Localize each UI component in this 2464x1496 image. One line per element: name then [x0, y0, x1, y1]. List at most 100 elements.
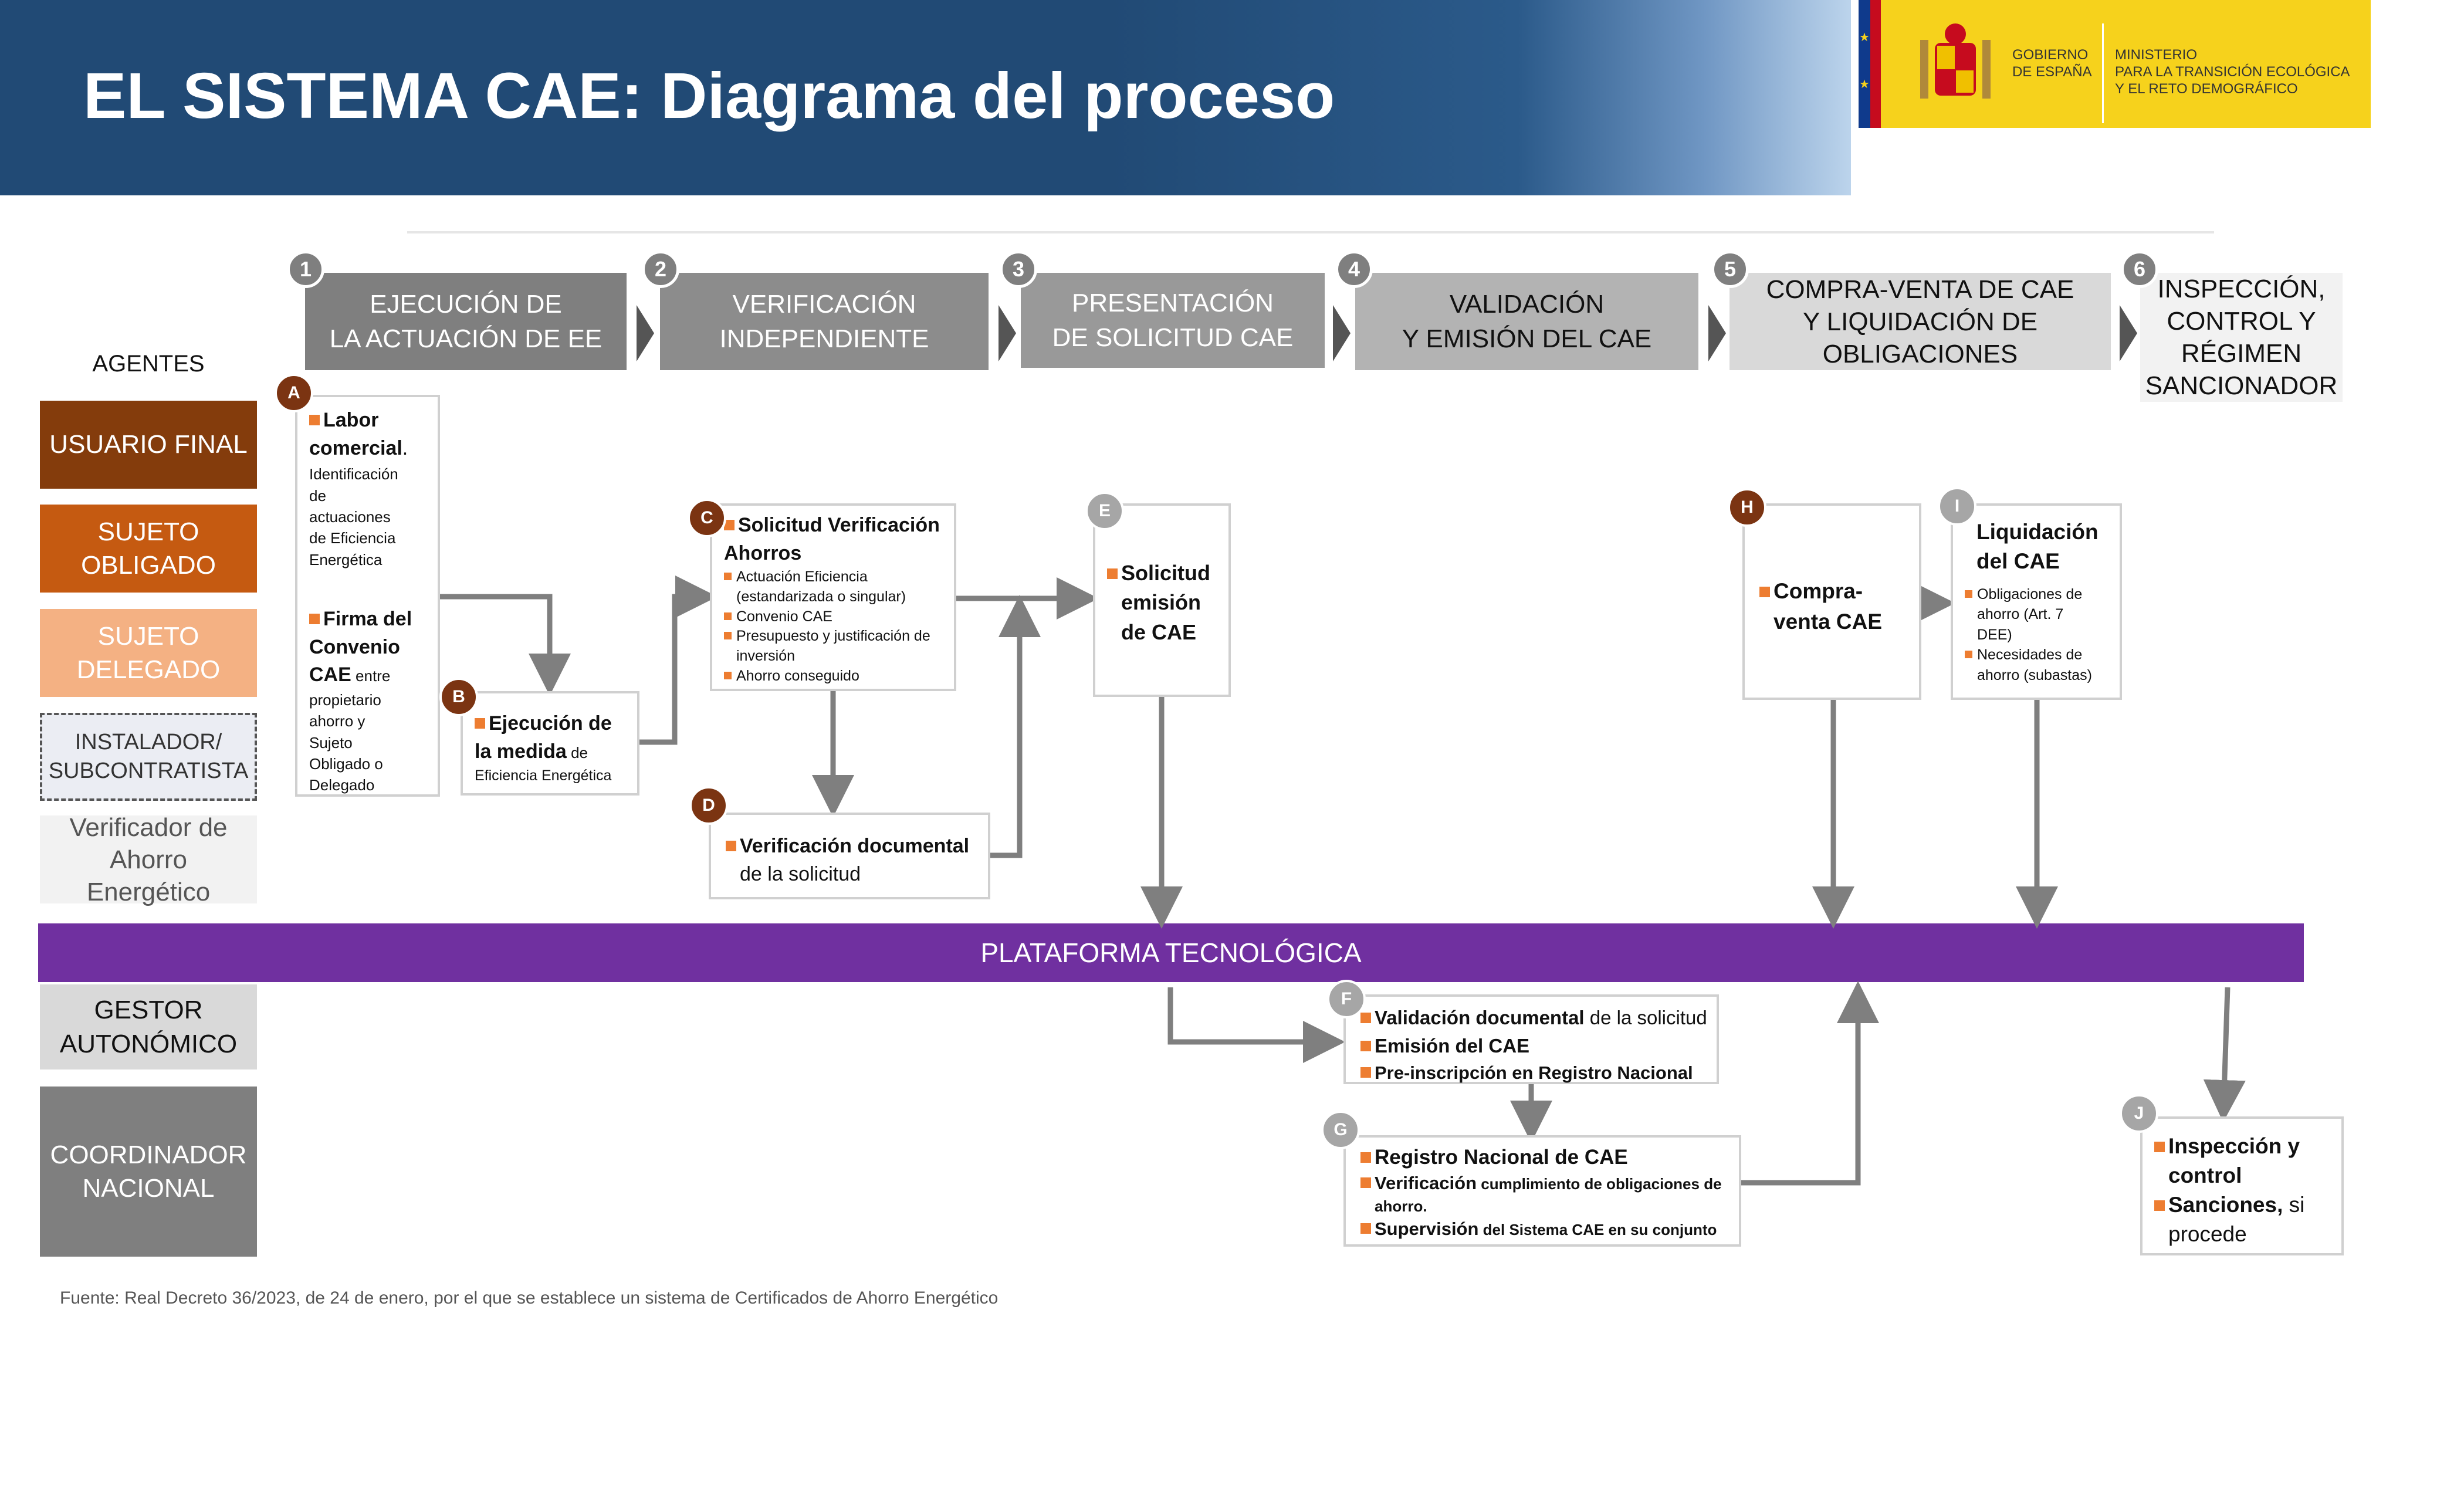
box-a-desc2-l4: Obligado o: [309, 755, 383, 773]
step-6-number: 6: [2121, 251, 2158, 288]
box-f-l1-rest: de la solicitud: [1584, 1007, 1707, 1028]
agent-usuario-final-label: USUARIO FINAL: [49, 430, 248, 459]
box-i-title1: Liquidación: [1976, 520, 2099, 544]
badge-h: H: [1728, 488, 1766, 527]
bullet-icon: [1759, 587, 1770, 597]
step-3-number: 3: [1000, 251, 1037, 288]
logo-divider: [2102, 23, 2104, 123]
bullet-icon: [475, 718, 485, 729]
step-3-line2: DE SOLICITUD CAE: [1052, 323, 1294, 352]
logo-ministerio: MINISTERIO PARA LA TRANSICIÓN ECOLÓGICA …: [2115, 47, 2350, 97]
step-chevron-icon: [1333, 305, 1351, 361]
box-i-item1b: ahorro (Art. 7: [1977, 606, 2064, 623]
agent-usuario-final: USUARIO FINAL: [40, 401, 257, 489]
box-d-title: Verificación documental: [740, 835, 970, 857]
box-j: Inspección y control Sanciones, si proce…: [2140, 1116, 2344, 1255]
step-chevron-icon: [1708, 305, 1726, 361]
agent-verificador-line1: Verificador de: [69, 813, 228, 842]
header-banner: [0, 0, 1851, 195]
bullet-icon: [724, 520, 735, 530]
svg-text:★: ★: [1859, 31, 1870, 44]
page-title: EL SISTEMA CAE: Diagrama del proceso: [83, 60, 1335, 132]
step-1-line1: EJECUCIÓN DE: [370, 289, 562, 319]
badge-a: A: [275, 374, 313, 412]
box-a-desc2-l3: Sujeto: [309, 733, 353, 752]
logo-ministerio-line1: MINISTERIO: [2115, 47, 2198, 63]
bullet-icon: [1360, 1067, 1371, 1078]
badge-j: J: [2120, 1094, 2158, 1133]
step-5-number: 5: [1711, 251, 1749, 288]
box-a-firma-l2: Convenio: [309, 635, 400, 658]
box-j-l2-rest: si: [2283, 1192, 2305, 1217]
logo-gobierno-line2: DE ESPAÑA: [2012, 63, 2092, 80]
agent-gestor-line1: GESTOR: [94, 996, 203, 1025]
box-g-l3-rest: del Sistema CAE en su conjunto: [1478, 1221, 1717, 1239]
step-5-line1: COMPRA-VENTA DE CAE: [1766, 275, 2074, 304]
box-g-l2: Verificación: [1375, 1173, 1477, 1194]
box-b-desc: Eficiencia Energética: [475, 767, 612, 784]
badge-i: I: [1938, 487, 1976, 526]
box-a-firma-cae: CAE: [309, 664, 351, 686]
agent-coordinador-line2: NACIONAL: [82, 1174, 215, 1203]
coat-of-arms-icon: [1920, 23, 1991, 99]
box-a-title: Labor comercial: [309, 409, 402, 459]
box-g-l3: Supervisión: [1375, 1219, 1479, 1240]
box-f: Validación documental de la solicitud Em…: [1343, 994, 1719, 1084]
step-chevron-icon: [2120, 305, 2137, 361]
bullet-icon: [724, 573, 732, 581]
box-i-title2: del CAE: [1976, 549, 2060, 573]
agent-verificador-line3: Energético: [86, 877, 211, 906]
step-2-line1: VERIFICACIÓN: [732, 289, 916, 319]
bullet-icon: [724, 612, 732, 620]
badge-g: G: [1321, 1111, 1360, 1149]
platform-bar: PLATAFORMA TECNOLÓGICA: [38, 923, 2304, 982]
box-j-l1: Inspección y: [2168, 1134, 2300, 1158]
box-e-line3: de CAE: [1121, 620, 1197, 644]
badge-e: E: [1085, 492, 1124, 530]
bullet-icon: [1360, 1177, 1371, 1189]
agent-coordinador-line1: COORDINADOR: [50, 1140, 247, 1169]
bullet-icon: [1360, 1040, 1371, 1051]
box-c-item2: Convenio CAE: [736, 608, 832, 625]
logo-ministerio-line2: PARA LA TRANSICIÓN ECOLÓGICA: [2115, 63, 2350, 80]
logo-gobierno: GOBIERNO DE ESPAÑA: [2012, 47, 2092, 81]
agent-sujeto-obligado-line2: OBLIGADO: [81, 551, 216, 580]
step-6-line1: INSPECCIÓN,: [2157, 275, 2326, 303]
box-e: Solicitud emisión de CAE: [1093, 503, 1231, 697]
source-note: Fuente: Real Decreto 36/2023, de 24 de e…: [60, 1288, 999, 1308]
box-h-line1: Compra-: [1773, 579, 1863, 603]
box-a-desc2-l5: Delegado: [309, 776, 375, 794]
box-f-l2: Emisión del CAE: [1375, 1034, 1530, 1057]
step-3-line1: PRESENTACIÓN: [1072, 288, 1274, 317]
box-i-item2b: ahorro (subastas): [1977, 666, 2092, 683]
step-1-number: 1: [287, 251, 324, 288]
box-c-item3: Presupuesto y justificación de: [736, 628, 930, 645]
box-i-item1c: DEE): [1977, 626, 2012, 643]
bullet-icon: [2154, 1200, 2165, 1211]
box-a-firma-l1: Firma del: [323, 608, 412, 631]
agent-sujeto-delegado-line1: SUJETO: [97, 621, 199, 651]
bullet-icon: [1107, 568, 1118, 579]
agent-instalador: INSTALADOR/SUBCONTRATISTA: [40, 713, 257, 801]
agent-verificador-line2: Ahorro: [109, 845, 188, 874]
bullet-icon: [726, 841, 736, 851]
agent-gestor-line2: AUTONÓMICO: [59, 1029, 238, 1058]
box-c-title2: Ahorros: [724, 541, 802, 564]
box-c-item3b: inversión: [736, 648, 796, 665]
step-6-line3: RÉGIMEN: [2181, 339, 2302, 368]
box-a-desc1-l1: Identificación: [309, 465, 398, 483]
box-a-desc1-l5: Energética: [309, 550, 383, 568]
box-g-l2-cont: ahorro.: [1375, 1197, 1427, 1216]
box-i-item2: Necesidades de: [1977, 647, 2083, 664]
agents-heading: AGENTES: [92, 351, 205, 377]
box-c-title: Solicitud Verificación: [738, 514, 940, 536]
box-d-desc: de la solicitud: [740, 862, 861, 885]
bullet-icon: [2154, 1142, 2165, 1152]
